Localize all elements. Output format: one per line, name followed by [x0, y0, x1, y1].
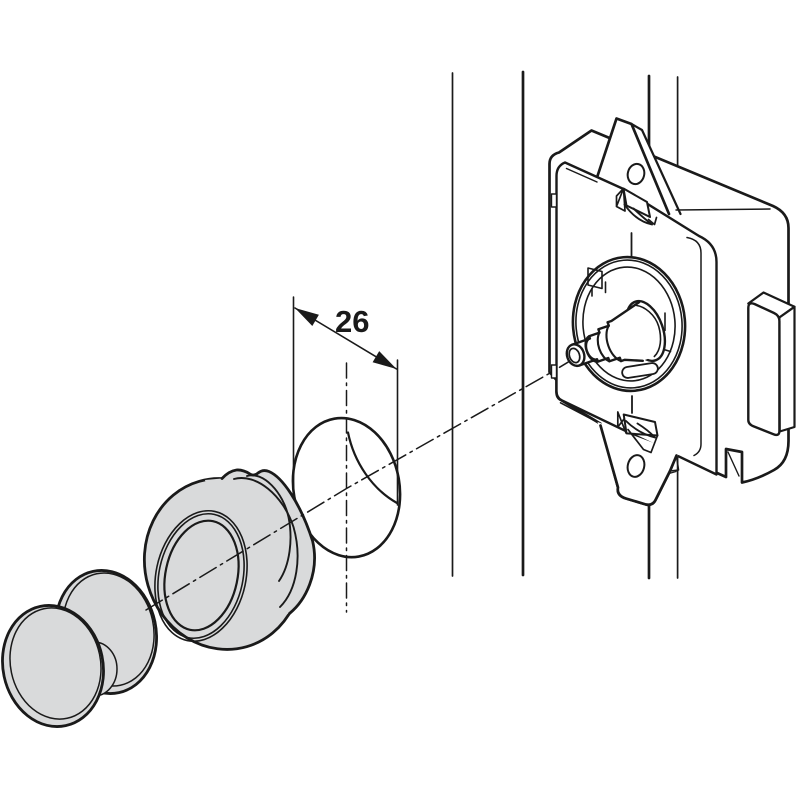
svg-text:26: 26	[335, 304, 369, 339]
